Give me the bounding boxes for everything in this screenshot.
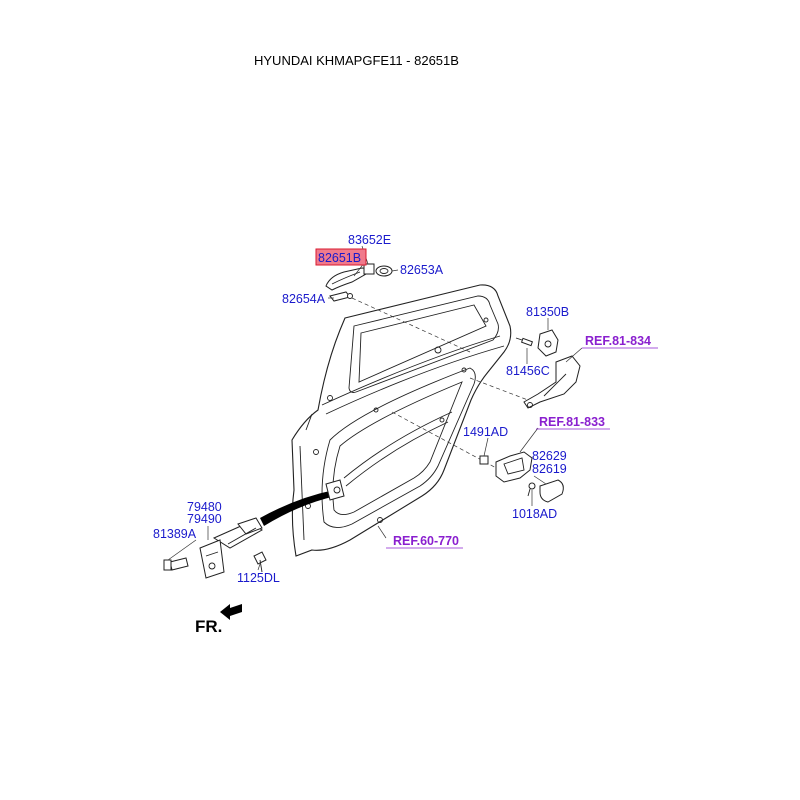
- door-latch-81350B: [515, 329, 559, 357]
- checker-pointer: [260, 490, 336, 526]
- door-checker-assembly: [163, 479, 345, 579]
- label-83652E[interactable]: 83652E: [348, 233, 391, 247]
- part-labels: 83652E 82651B 82653A 82654A 81350B 81456…: [153, 233, 569, 585]
- front-direction-indicator: FR.: [195, 604, 242, 636]
- label-1018AD[interactable]: 1018AD: [512, 507, 557, 521]
- dashed-guides: [351, 297, 529, 471]
- ref-81-833[interactable]: REF.81-833: [539, 415, 605, 429]
- label-1491AD[interactable]: 1491AD: [463, 425, 508, 439]
- label-82654A[interactable]: 82654A: [282, 292, 326, 306]
- gasket-82654A: [329, 291, 351, 302]
- latch-rod-assembly: [523, 355, 581, 409]
- label-81389A[interactable]: 81389A: [153, 527, 197, 541]
- handle-cap-83652E: [363, 263, 375, 275]
- diagram-title: HYUNDAI KHMAPGFE11 - 82651B: [254, 53, 459, 68]
- label-81350B[interactable]: 81350B: [526, 305, 569, 319]
- label-1125DL[interactable]: 1125DL: [237, 571, 280, 585]
- screw-1018AD: [528, 482, 536, 490]
- label-82629[interactable]: 82629: [532, 449, 567, 463]
- gasket-82653A: [375, 265, 393, 277]
- label-79480[interactable]: 79480: [187, 500, 222, 514]
- label-79490[interactable]: 79490: [187, 512, 222, 526]
- handle-82651B-shape: [325, 267, 367, 291]
- ref-60-770[interactable]: REF.60-770: [393, 534, 459, 548]
- screw-1491AD: [479, 455, 489, 465]
- arrow-left-down-icon: [220, 604, 242, 620]
- rear-door-panel: [291, 284, 512, 557]
- fr-label: FR.: [195, 617, 222, 636]
- label-82653A[interactable]: 82653A: [400, 263, 444, 277]
- ref-81-834[interactable]: REF.81-834: [585, 334, 651, 348]
- inside-handle-assembly: [479, 451, 564, 503]
- label-82619[interactable]: 82619: [532, 462, 567, 476]
- reference-labels: REF.81-834 REF.81-833 REF.60-770: [386, 334, 658, 549]
- highlight-box-82651B: [315, 248, 367, 266]
- cover-82619: [539, 479, 564, 503]
- label-82651B[interactable]: 82651B: [318, 251, 361, 265]
- label-81456C[interactable]: 81456C: [506, 364, 550, 378]
